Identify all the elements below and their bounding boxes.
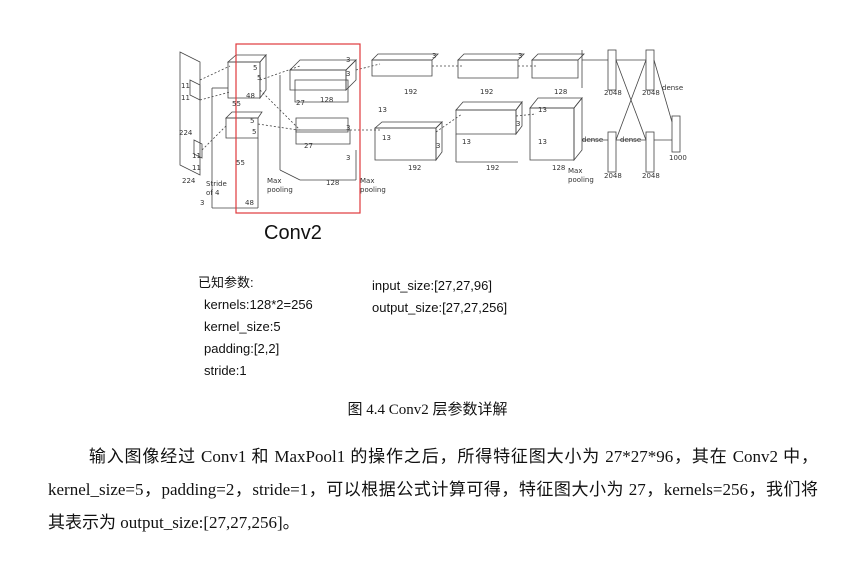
- label: 13: [538, 106, 547, 114]
- conv3-top-block: [371, 59, 433, 77]
- conv2-bottom-block: [295, 129, 351, 145]
- label: 192: [404, 88, 417, 96]
- label: 27: [296, 99, 305, 107]
- output-size: output_size:[27,27,256]: [372, 300, 508, 315]
- conv5-top-block: [531, 59, 579, 79]
- input-size: input_size:[27,27,96]: [372, 278, 492, 293]
- label: 3: [346, 56, 350, 64]
- label: 3: [436, 142, 440, 150]
- body-paragraph: 输入图像经过 Conv1 和 MaxPool1 的操作之后，所得特征图大小为 2…: [48, 440, 818, 539]
- label: 3: [516, 120, 520, 128]
- label: pooling: [360, 186, 386, 194]
- conv2-label: Conv2: [264, 222, 322, 244]
- label: 2048: [604, 172, 622, 180]
- conv5-bottom-block: [529, 107, 575, 161]
- label: 11: [181, 82, 190, 90]
- label: 2048: [642, 172, 660, 180]
- label: of 4: [206, 189, 220, 197]
- conv3-bottom-block: [374, 127, 437, 161]
- label: 11: [192, 152, 201, 160]
- param-stride: stride:1: [204, 363, 247, 378]
- label: 5: [250, 117, 254, 125]
- known-params: 已知参数: kernels:128*2=256 kernel_size:5 pa…: [198, 272, 313, 382]
- label: 1000: [669, 154, 687, 162]
- known-params-title: 已知参数:: [198, 275, 254, 290]
- label: 192: [480, 88, 493, 96]
- label: 3: [346, 124, 350, 132]
- label: Max: [360, 177, 374, 185]
- io-sizes: input_size:[27,27,96] output_size:[27,27…: [372, 275, 507, 319]
- label: 5: [257, 74, 261, 82]
- conv4-top-block: [457, 59, 519, 79]
- label: 13: [538, 138, 547, 146]
- label: Max: [568, 167, 582, 175]
- dense-column-1: [607, 49, 617, 91]
- label: pooling: [267, 186, 293, 194]
- label: dense: [662, 84, 683, 92]
- figure-caption: 图 4.4 Conv2 层参数详解: [347, 402, 508, 418]
- paragraph-text: 输入图像经过 Conv1 和 MaxPool1 的操作之后，所得特征图大小为 2…: [48, 447, 818, 532]
- dense-column-2: [645, 49, 655, 91]
- alexnet-architecture-diagram: 11 11 224 224 3 11 11 Stride of 4 5 5 48…: [179, 43, 687, 214]
- label: 5: [252, 128, 256, 136]
- label: 128: [320, 96, 333, 104]
- label: pooling: [568, 176, 594, 184]
- label: 3: [346, 70, 350, 78]
- label: 48: [245, 199, 254, 207]
- label: 55: [232, 100, 241, 108]
- label: 128: [552, 164, 565, 172]
- label: 55: [236, 159, 245, 167]
- label: 5: [253, 64, 257, 72]
- label: 128: [326, 179, 339, 187]
- label: 27: [304, 142, 313, 150]
- label: dense: [620, 136, 641, 144]
- label: 13: [378, 106, 387, 114]
- conv2-highlight-box: [235, 43, 361, 214]
- label: 11: [192, 164, 201, 172]
- label: Stride: [206, 180, 227, 188]
- label: 128: [554, 88, 567, 96]
- label: 224: [182, 177, 196, 185]
- label: dense: [582, 136, 603, 144]
- conv4-bottom-block: [455, 109, 517, 135]
- label: 48: [246, 92, 255, 100]
- label: 2048: [604, 89, 622, 97]
- label: 192: [486, 164, 499, 172]
- label: Max: [267, 177, 281, 185]
- label: 11: [181, 94, 190, 102]
- label: 13: [462, 138, 471, 146]
- label: 3: [346, 154, 350, 162]
- param-kernels: kernels:128*2=256: [204, 297, 313, 312]
- output-column: [671, 115, 681, 153]
- label: 224: [179, 129, 193, 137]
- label: 3: [200, 199, 204, 207]
- label: 2048: [642, 89, 660, 97]
- label: 3: [432, 52, 436, 60]
- label: 13: [382, 134, 391, 142]
- param-padding: padding:[2,2]: [204, 341, 280, 356]
- input-block: [179, 51, 201, 176]
- label: 192: [408, 164, 421, 172]
- label: 3: [518, 52, 522, 60]
- param-kernel-size: kernel_size:5: [204, 319, 281, 334]
